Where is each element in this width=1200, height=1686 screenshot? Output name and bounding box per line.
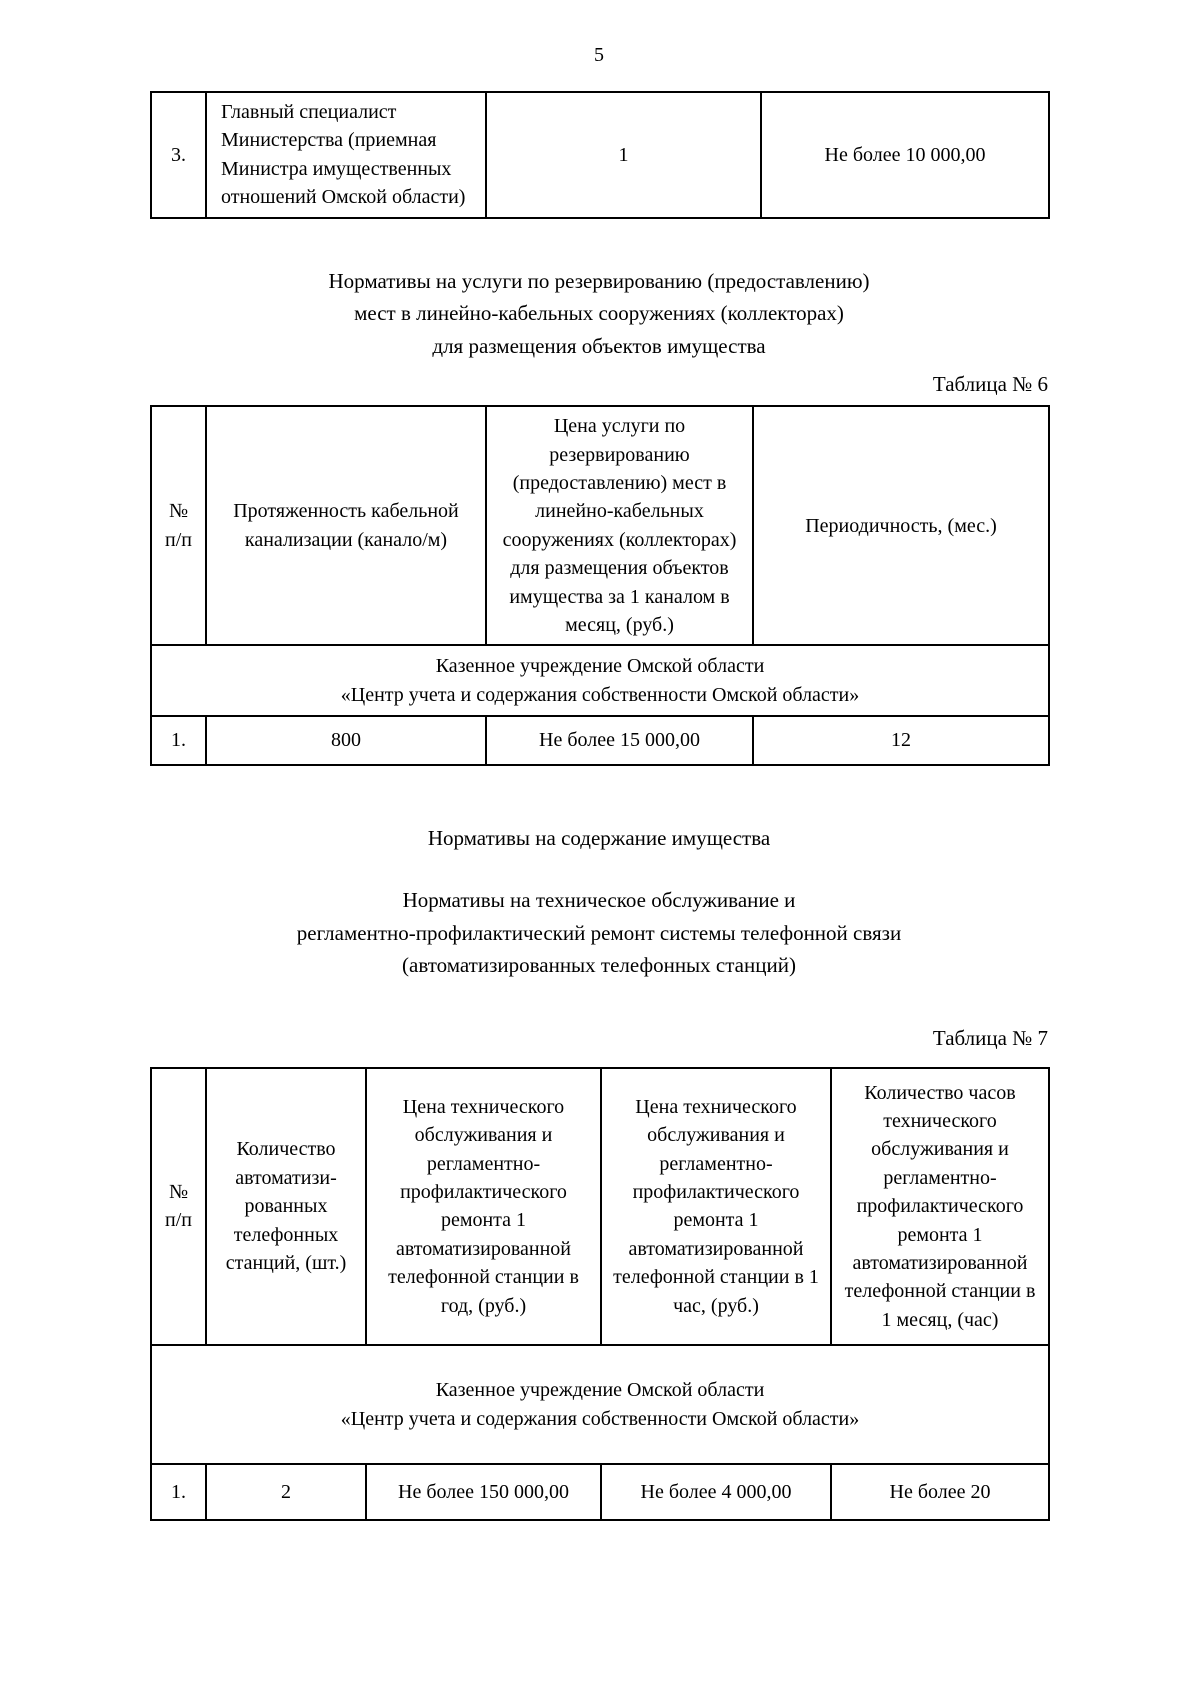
cell-price-hour: Не более 4 000,00 [600, 1462, 832, 1522]
cell-period: 12 [752, 715, 1050, 766]
section-heading-maintenance: Нормативы на содержание имущества [427, 825, 771, 850]
header-cell-hours-month: Количество часов технического обслуживан… [830, 1066, 1050, 1347]
group-line: Казенное учреждение Омской области [435, 655, 765, 678]
page-number: 5 [594, 44, 604, 66]
heading-line: Нормативы на услуги по резервированию (п… [328, 268, 870, 293]
header-cell-no: № п/п [150, 405, 207, 647]
cell-length: 800 [205, 715, 487, 766]
carryover-table: 3. Главный специалист Министерства (прие… [150, 91, 1050, 219]
table-caption-7: Таблица № 7 [932, 1025, 1048, 1050]
cell-limit: Не более 10 000,00 [760, 91, 1050, 219]
header-cell-count: Количество автоматизи-рованных телефонны… [205, 1066, 367, 1347]
cell-price: Не более 15 000,00 [485, 715, 754, 766]
group-line: «Центр учета и содержания собственности … [340, 1407, 860, 1430]
group-line: Казенное учреждение Омской области [435, 1379, 765, 1402]
cell-price-year: Не более 150 000,00 [365, 1462, 602, 1522]
table-row: 1. 800 Не более 15 000,00 12 [150, 715, 1050, 766]
group-line: «Центр учета и содержания собственности … [340, 683, 860, 706]
cell-row-number: 3. [150, 91, 207, 219]
table-row: 1. 2 Не более 150 000,00 Не более 4 000,… [150, 1462, 1050, 1522]
heading-line: мест в линейно-кабельных сооружениях (ко… [354, 301, 844, 326]
cell-count: 2 [205, 1462, 367, 1522]
header-cell-no: № п/п [150, 1066, 207, 1347]
cell-row-number: 1. [150, 1462, 207, 1522]
heading-line: Нормативы на техническое обслуживание и [402, 888, 796, 913]
cell-hours-month: Не более 20 [830, 1462, 1050, 1522]
header-cell-price-year: Цена технического обслуживания и регламе… [365, 1066, 602, 1347]
heading-line: для размещения объектов имущества [432, 333, 766, 358]
table-caption-6: Таблица № 6 [932, 372, 1048, 397]
group-cell: Казенное учреждение Омской области «Цент… [150, 1344, 1050, 1465]
header-cell-period: Периодичность, (мес.) [752, 405, 1050, 647]
cell-quantity: 1 [485, 91, 762, 219]
header-cell-price: Цена услуги по резервированию (предостав… [485, 405, 754, 647]
heading-line: (автоматизированных телефонных станций) [402, 953, 796, 978]
header-row: № п/п Количество автоматизи-рованных тел… [150, 1066, 1050, 1347]
normatives-table-7: № п/п Количество автоматизи-рованных тел… [150, 1066, 1050, 1522]
cell-position: Главный специалист Министерства (приемна… [205, 91, 487, 219]
table-row: 3. Главный специалист Министерства (прие… [150, 91, 1050, 219]
normatives-table-6: № п/п Протяженность кабельной канализаци… [150, 405, 1050, 766]
header-cell-price-hour: Цена технического обслуживания и регламе… [600, 1066, 832, 1347]
heading-line: регламентно-профилактический ремонт сист… [296, 920, 902, 945]
section-heading-reservation: Нормативы на услуги по резервированию (п… [150, 265, 1048, 363]
group-cell: Казенное учреждение Омской области «Цент… [150, 644, 1050, 718]
header-cell-length: Протяженность кабельной канализации (кан… [205, 405, 487, 647]
section-heading-phones: Нормативы на техническое обслуживание и … [150, 884, 1048, 982]
group-row: Казенное учреждение Омской области «Цент… [150, 644, 1050, 718]
header-row: № п/п Протяженность кабельной канализаци… [150, 405, 1050, 647]
cell-row-number: 1. [150, 715, 207, 766]
group-row: Казенное учреждение Омской области «Цент… [150, 1344, 1050, 1465]
